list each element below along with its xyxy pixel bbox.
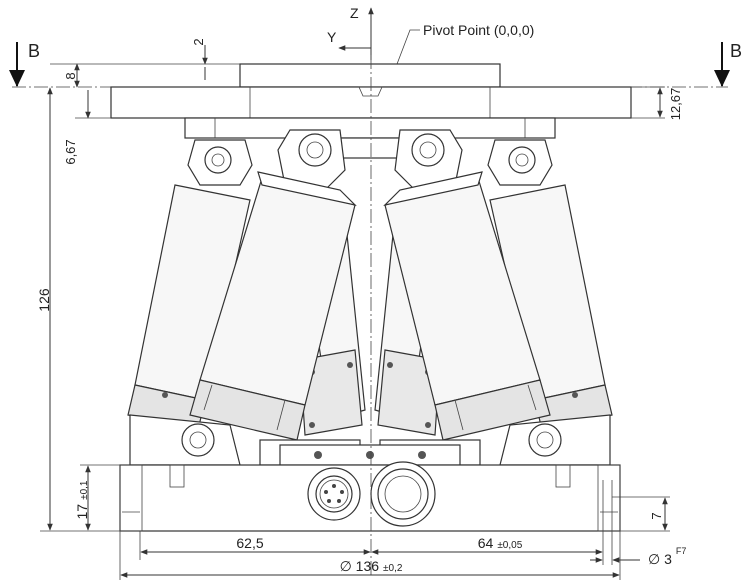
strut-front-right — [383, 171, 551, 441]
lower-joint-left — [129, 414, 361, 466]
section-label-right: B — [730, 41, 742, 61]
lower-center-bar — [279, 444, 461, 466]
dim-8-label: 8 — [63, 72, 78, 79]
dim-17 — [80, 464, 120, 531]
connector-right — [370, 461, 436, 527]
dim-62-5-label: 62,5 — [236, 535, 263, 551]
axis-y-label: Y — [327, 29, 337, 45]
dim-126 — [40, 87, 120, 532]
strut-front-left — [189, 171, 357, 441]
dim-2-label: 2 — [191, 38, 206, 45]
dim-6-67 — [75, 90, 111, 119]
dim-62-5 — [139, 531, 371, 560]
section-arrow-left — [9, 42, 25, 87]
pivot-point-label: Pivot Point (0,0,0) — [423, 22, 534, 38]
dim-8 — [50, 63, 240, 88]
dim-126-label: 126 — [36, 288, 52, 312]
connector-left — [307, 467, 361, 521]
dim-7-label: 7 — [649, 512, 664, 519]
coordinate-axes — [338, 7, 374, 60]
dim-12-67-label: 12,67 — [668, 88, 683, 121]
dim-136 — [119, 531, 621, 580]
dim-7 — [612, 496, 670, 532]
dim-12-67 — [631, 86, 665, 119]
upper-joint-right — [394, 129, 553, 196]
section-arrow-right — [714, 42, 730, 87]
upper-joint-left — [187, 129, 346, 196]
dim-136-label: ∅ 136±0,2 — [340, 558, 403, 574]
top-platform — [110, 63, 632, 159]
dim-6-67-label: 6,67 — [63, 139, 78, 164]
base-plate — [119, 464, 621, 532]
axis-z-label: Z — [350, 5, 359, 21]
dim-hole-diameter — [590, 531, 640, 565]
dim-64-label: 64±0,05 — [478, 535, 523, 551]
dim-17-label: 17±0,1 — [74, 480, 90, 519]
section-label-left: B — [28, 41, 40, 61]
